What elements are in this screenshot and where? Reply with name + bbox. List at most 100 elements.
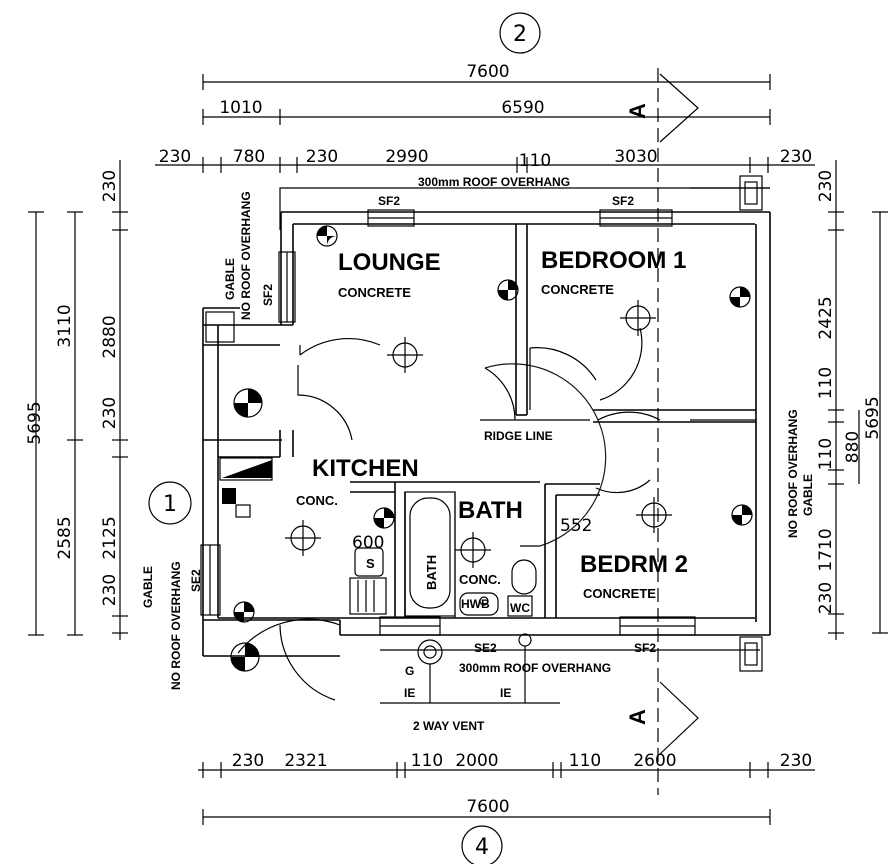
svg-text:110: 110 bbox=[411, 751, 443, 771]
socket-icon bbox=[731, 504, 753, 526]
svg-text:3030: 3030 bbox=[614, 147, 657, 167]
svg-text:230: 230 bbox=[159, 147, 191, 167]
ceiling-light-icon bbox=[636, 497, 672, 533]
svg-text:4: 4 bbox=[475, 835, 489, 860]
room-bedroom-2: BEDRM 2 bbox=[580, 551, 688, 578]
room-bedroom-1-floor: CONCRETE bbox=[541, 282, 614, 297]
grid-ref-left: 1 bbox=[148, 481, 192, 525]
socket-icon bbox=[729, 286, 751, 308]
ceiling-light-icon bbox=[387, 337, 423, 373]
light-fittings bbox=[285, 300, 672, 568]
svg-text:IE: IE bbox=[404, 686, 415, 700]
svg-text:BATH: BATH bbox=[424, 555, 439, 590]
ceiling-light-icon bbox=[455, 532, 491, 568]
room-labels: LOUNGE CONCRETE BEDROOM 1 CONCRETE KITCH… bbox=[296, 247, 688, 601]
svg-text:SF2: SF2 bbox=[378, 194, 400, 208]
svg-text:3110: 3110 bbox=[55, 304, 75, 347]
svg-text:2321: 2321 bbox=[284, 751, 327, 771]
svg-text:2125: 2125 bbox=[100, 516, 120, 559]
annotations: 300mm ROOF OVERHANG 300mm ROOF OVERHANG … bbox=[141, 175, 815, 733]
grid-ref-bottom: 4 bbox=[461, 825, 503, 864]
svg-text:A: A bbox=[625, 103, 650, 119]
kitchen-fixtures bbox=[219, 457, 387, 615]
svg-text:A: A bbox=[625, 709, 650, 725]
svg-text:780: 780 bbox=[233, 147, 265, 167]
windows bbox=[200, 209, 696, 636]
svg-text:300mm ROOF OVERHANG: 300mm ROOF OVERHANG bbox=[459, 661, 611, 675]
svg-text:NO ROOF OVERHANG: NO ROOF OVERHANG bbox=[169, 561, 183, 690]
svg-text:1010: 1010 bbox=[219, 98, 262, 118]
svg-text:2425: 2425 bbox=[816, 296, 836, 339]
svg-text:110: 110 bbox=[816, 367, 836, 399]
dims-top: 7600 1010 6590 230 780 230 2990 110 3030… bbox=[155, 62, 815, 173]
svg-text:GABLE: GABLE bbox=[801, 474, 815, 516]
svg-text:230: 230 bbox=[780, 751, 812, 771]
svg-text:S: S bbox=[366, 556, 375, 571]
svg-text:GABLE: GABLE bbox=[223, 258, 237, 300]
svg-text:SF2: SF2 bbox=[261, 284, 275, 306]
svg-text:880: 880 bbox=[843, 431, 863, 463]
section-line: A A bbox=[625, 68, 699, 795]
svg-text:230: 230 bbox=[232, 751, 264, 771]
room-bath-floor: CONC. bbox=[459, 572, 501, 587]
room-bedroom-2-floor: CONCRETE bbox=[583, 586, 656, 601]
socket-icon bbox=[373, 507, 395, 529]
svg-text:RIDGE LINE: RIDGE LINE bbox=[484, 429, 553, 443]
svg-text:1710: 1710 bbox=[816, 528, 836, 571]
svg-text:600: 600 bbox=[352, 533, 384, 553]
svg-text:2600: 2600 bbox=[633, 751, 676, 771]
svg-text:G: G bbox=[405, 664, 414, 678]
svg-text:2000: 2000 bbox=[455, 751, 498, 771]
dims-right: 230 2425 110 110 1710 230 880 5695 bbox=[816, 160, 888, 640]
svg-text:SF2: SF2 bbox=[634, 641, 656, 655]
svg-text:230: 230 bbox=[780, 147, 812, 167]
svg-text:2990: 2990 bbox=[385, 147, 428, 167]
svg-text:NO ROOF OVERHANG: NO ROOF OVERHANG bbox=[786, 409, 800, 538]
svg-text:230: 230 bbox=[100, 397, 120, 429]
svg-text:WC: WC bbox=[510, 601, 530, 615]
grid-ref-top: 2 bbox=[499, 12, 541, 54]
bath-fixtures bbox=[404, 491, 537, 703]
ceiling-light-icon bbox=[285, 520, 321, 556]
svg-text:2880: 2880 bbox=[100, 315, 120, 358]
svg-text:1: 1 bbox=[163, 492, 177, 517]
roof-outline bbox=[279, 187, 770, 704]
svg-text:SE2: SE2 bbox=[189, 569, 203, 592]
svg-text:110: 110 bbox=[569, 751, 601, 771]
ceiling-light-icon bbox=[620, 300, 656, 336]
svg-text:552: 552 bbox=[560, 516, 592, 536]
dims-bottom: 230 2321 110 2000 110 2600 230 7600 bbox=[198, 751, 815, 825]
socket-icon bbox=[316, 225, 338, 247]
svg-text:SF2: SF2 bbox=[612, 194, 634, 208]
dims-left: 5695 3110 2585 230 2880 230 2125 230 bbox=[25, 160, 128, 640]
room-kitchen: KITCHEN bbox=[312, 455, 419, 482]
svg-text:300mm ROOF OVERHANG: 300mm ROOF OVERHANG bbox=[418, 175, 570, 189]
svg-text:5695: 5695 bbox=[863, 396, 883, 439]
doors bbox=[237, 327, 661, 701]
svg-text:7600: 7600 bbox=[466, 62, 509, 82]
socket-icon bbox=[230, 642, 260, 672]
svg-text:HWB: HWB bbox=[461, 597, 490, 611]
svg-text:110: 110 bbox=[816, 438, 836, 470]
svg-text:GABLE: GABLE bbox=[141, 566, 155, 608]
svg-text:230: 230 bbox=[100, 574, 120, 606]
svg-text:230: 230 bbox=[816, 582, 836, 614]
svg-text:IE: IE bbox=[500, 686, 511, 700]
socket-icon bbox=[497, 279, 519, 301]
room-lounge-floor: CONCRETE bbox=[338, 285, 411, 300]
svg-text:5695: 5695 bbox=[25, 401, 45, 444]
svg-text:2 WAY VENT: 2 WAY VENT bbox=[413, 719, 485, 733]
svg-text:NO ROOF OVERHANG: NO ROOF OVERHANG bbox=[239, 191, 253, 320]
svg-text:6590: 6590 bbox=[501, 98, 544, 118]
room-kitchen-floor: CONC. bbox=[296, 493, 338, 508]
room-bath: BATH bbox=[458, 497, 523, 524]
room-lounge: LOUNGE bbox=[338, 249, 441, 276]
svg-text:230: 230 bbox=[100, 170, 120, 202]
svg-text:2: 2 bbox=[513, 22, 527, 47]
svg-text:2585: 2585 bbox=[55, 516, 75, 559]
svg-text:7600: 7600 bbox=[466, 797, 509, 817]
svg-text:230: 230 bbox=[816, 170, 836, 202]
svg-text:SE2: SE2 bbox=[474, 641, 497, 655]
svg-text:230: 230 bbox=[306, 147, 338, 167]
